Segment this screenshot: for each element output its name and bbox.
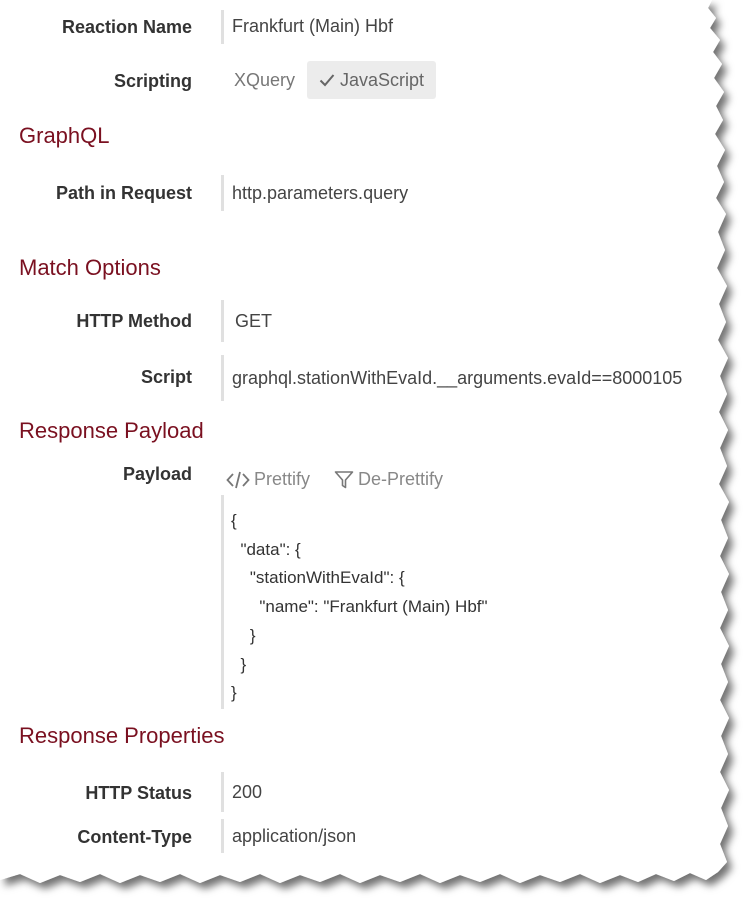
content-type-label: Content-Type xyxy=(77,827,192,847)
scripting-option-javascript-label: JavaScript xyxy=(340,70,425,90)
payload-code: { "data": { "stationWithEvaId": { "name"… xyxy=(231,511,488,703)
prettify-label: Prettify xyxy=(254,469,311,489)
reaction-name-label: Reaction Name xyxy=(61,17,192,37)
content-type-field[interactable]: application/json xyxy=(221,819,532,853)
check-icon xyxy=(319,74,335,87)
scripting-option-xquery[interactable]: XQuery xyxy=(234,70,296,90)
prettify-button[interactable]: Prettify xyxy=(226,469,310,490)
reaction-name-field[interactable]: Frankfurt (Main) Hbf xyxy=(221,10,692,44)
path-in-request-label: Path in Request xyxy=(55,183,192,203)
script-label: Script xyxy=(140,367,192,387)
section-title-response-payload: Response Payload xyxy=(19,418,204,443)
deprettify-label: De-Prettify xyxy=(358,469,444,489)
section-title-graphql: GraphQL xyxy=(19,123,110,148)
payload-editor[interactable]: { "data": { "stationWithEvaId": { "name"… xyxy=(221,495,701,709)
deprettify-button[interactable]: De-Prettify xyxy=(334,469,443,490)
section-title-match-options: Match Options xyxy=(19,255,161,280)
scripting-label: Scripting xyxy=(113,71,192,91)
http-method-select[interactable]: GET xyxy=(221,300,435,342)
http-status-field[interactable]: 200 xyxy=(221,772,432,812)
script-input[interactable]: graphql.stationWithEvaId.__arguments.eva… xyxy=(221,355,720,401)
filter-icon xyxy=(334,470,354,488)
section-title-response-properties: Response Properties xyxy=(19,723,225,748)
http-method-label: HTTP Method xyxy=(76,311,192,331)
reaction-form: Reaction Name Frankfurt (Main) Hbf Scrip… xyxy=(19,10,720,853)
scripting-option-javascript[interactable]: JavaScript xyxy=(307,61,437,99)
code-icon xyxy=(226,471,250,488)
payload-label: Payload xyxy=(122,464,192,484)
path-in-request-field[interactable]: http.parameters.query xyxy=(221,175,692,211)
http-status-label: HTTP Status xyxy=(85,783,192,803)
